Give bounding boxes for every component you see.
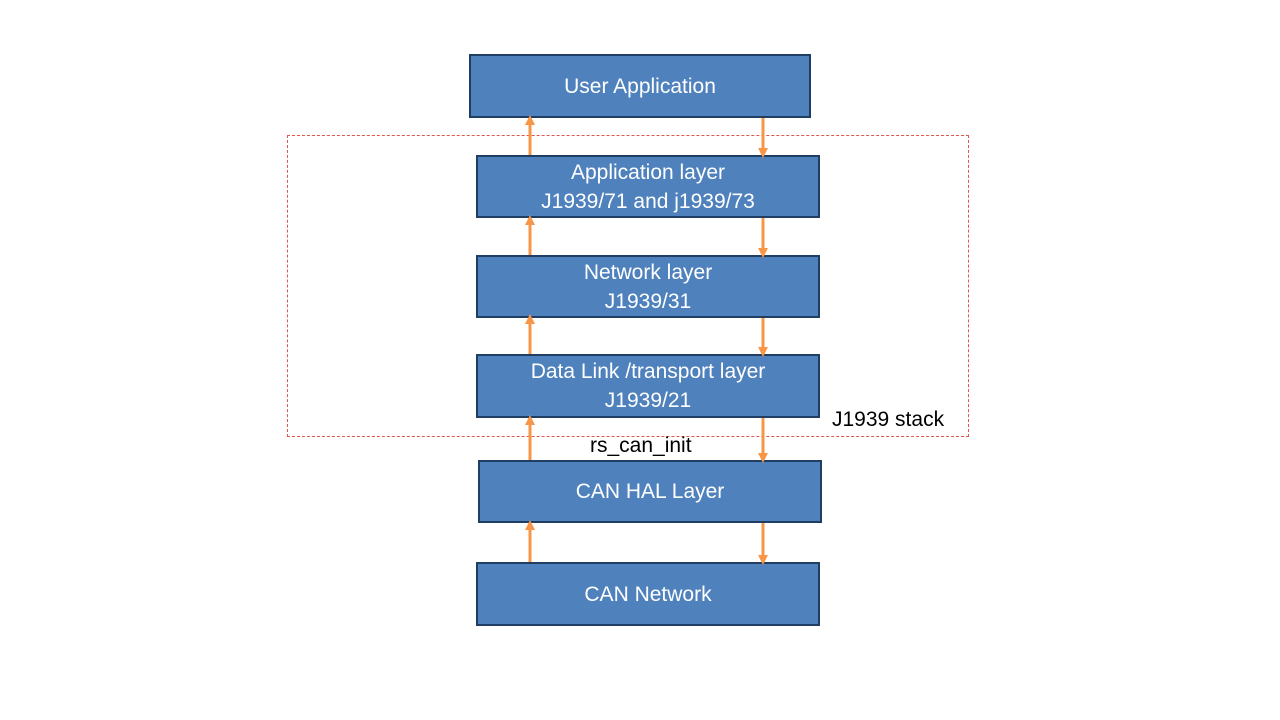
data-link-layer-spec: J1939/21 xyxy=(604,389,692,412)
can-hal-layer-label: CAN HAL Layer xyxy=(575,480,725,503)
j1939-stack-label: J1939 stack xyxy=(832,408,945,431)
network-layer-label: Network layer xyxy=(583,260,713,284)
rs-can-init-label: rs_can_init xyxy=(590,434,692,457)
user-application-box: User Application xyxy=(469,54,811,118)
application-layer-spec: J1939/71 and j1939/73 xyxy=(541,189,755,213)
application-layer-label: Application layer xyxy=(570,160,726,184)
user-application-label: User Application xyxy=(564,74,716,98)
data-link-layer-label: Data Link /transport layer xyxy=(530,360,766,383)
can-network-label: CAN Network xyxy=(584,582,712,606)
network-layer-spec: J1939/31 xyxy=(604,289,692,313)
data-link-layer-box: Data Link /transport layer J1939/21 xyxy=(476,354,820,418)
application-layer-box: Application layer J1939/71 and j1939/73 xyxy=(476,155,820,218)
j1939-stack-frame xyxy=(287,135,969,437)
can-hal-layer-box: CAN HAL Layer xyxy=(478,460,822,523)
can-network-box: CAN Network xyxy=(476,562,820,626)
network-layer-box: Network layer J1939/31 xyxy=(476,255,820,318)
